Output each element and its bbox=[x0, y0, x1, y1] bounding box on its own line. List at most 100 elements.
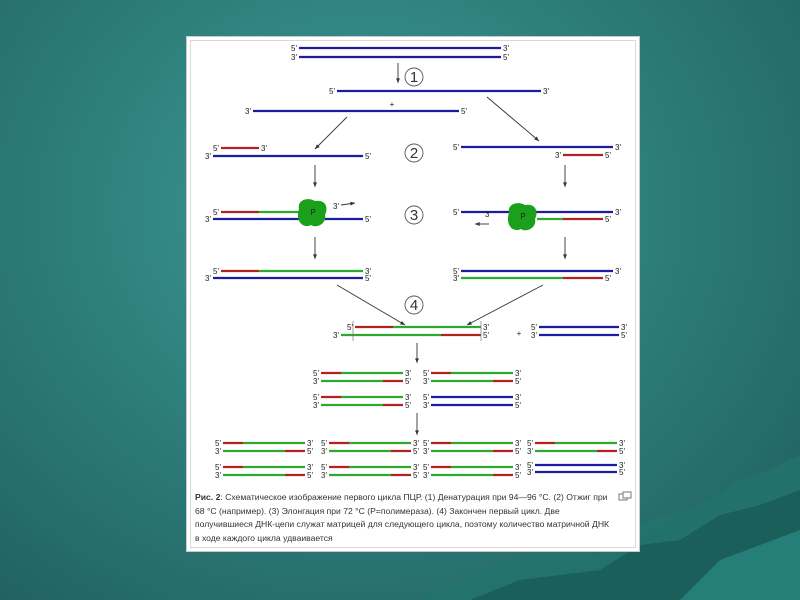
arrow-synthesis-left-head bbox=[350, 201, 355, 206]
left-growing-3end: 3' bbox=[333, 202, 339, 211]
arrow-cycle-2-head bbox=[415, 358, 419, 363]
remaining-template-a-right-end: 3' bbox=[621, 323, 627, 332]
cycle3-template-a-left-end: 5' bbox=[527, 461, 533, 470]
cycle3-product-4-b-left-end: 3' bbox=[215, 471, 221, 480]
cycle3-product-6-a-right-end: 3' bbox=[515, 463, 521, 472]
step-1-circle bbox=[404, 67, 424, 87]
step-1-label: 1 bbox=[410, 69, 418, 86]
cycle3-template-a-right-end: 3' bbox=[619, 461, 625, 470]
right-template-3-right-end: 3' bbox=[615, 208, 621, 217]
polymerase-right bbox=[507, 203, 537, 231]
right-growing-3end: 3' bbox=[485, 210, 491, 219]
arrow-left-down-1 bbox=[314, 116, 348, 150]
top-strand-b-right-end: 5' bbox=[503, 53, 509, 62]
cycle2-product-3-a-right-end: 3' bbox=[405, 393, 411, 402]
cycle-end-strand-a-right-end: 3' bbox=[483, 323, 489, 332]
pcr-diagram: 5'3'3'5'15'3'+3'5'25'3'3'5'5'3'3'5'35'3'… bbox=[205, 44, 627, 480]
cycle3-product-1-a-left-end: 5' bbox=[215, 439, 221, 448]
cycle3-product-6-a-left-end: 5' bbox=[423, 463, 429, 472]
step-3-circle bbox=[404, 205, 424, 225]
cycle3-product-4-a-left-end: 5' bbox=[215, 463, 221, 472]
left-template-2-right-end: 5' bbox=[365, 152, 371, 161]
right-growing-right-end: 5' bbox=[605, 215, 611, 224]
arrow-cycle-3-head bbox=[415, 430, 419, 435]
cycle3-product-3-b-right-end: 5' bbox=[515, 447, 521, 456]
polymerase-left-label: P bbox=[310, 208, 315, 217]
cycle3-product-5-b-right-end: 5' bbox=[413, 471, 419, 480]
top-strand-a-left-end: 5' bbox=[291, 44, 297, 53]
cycle3-product-4-a-right-end: 3' bbox=[307, 463, 313, 472]
right-new-strand-left-end: 3' bbox=[453, 274, 459, 283]
polymerase-right-label: P bbox=[520, 212, 525, 221]
arrow-right-down-3-head bbox=[563, 254, 567, 259]
cycle2-template-b-left-end: 3' bbox=[423, 401, 429, 410]
cycle3-product-4-b-right-end: 5' bbox=[307, 471, 313, 480]
cycle3-product-7-a-left-end: 5' bbox=[527, 439, 533, 448]
left-new-strand-left-end: 5' bbox=[213, 267, 219, 276]
enlarge-icon[interactable] bbox=[618, 491, 632, 502]
cycle3-template-b-left-end: 3' bbox=[527, 468, 533, 477]
cycle2-product-1-a-right-end: 3' bbox=[405, 369, 411, 378]
cycle-end-strand-a-left-end: 5' bbox=[347, 323, 353, 332]
cycle2-template-a-right-end: 3' bbox=[515, 393, 521, 402]
cycle2-template-b-right-end: 5' bbox=[515, 401, 521, 410]
cycle3-product-2-b-left-end: 3' bbox=[321, 447, 327, 456]
plus-sign-1: + bbox=[390, 100, 395, 109]
cycle3-product-1-b-left-end: 3' bbox=[215, 447, 221, 456]
figure-caption: Рис. 2: Схематическое изображение первог… bbox=[195, 491, 613, 545]
cycle3-product-2-b-right-end: 5' bbox=[413, 447, 419, 456]
cycle-end-strand-b-left-end: 3' bbox=[333, 331, 339, 340]
cycle2-product-1-a-left-end: 5' bbox=[313, 369, 319, 378]
left-growing-left-end: 5' bbox=[213, 208, 219, 217]
left-primer-left-end: 5' bbox=[213, 144, 219, 153]
left-new-strand-right-end: 3' bbox=[365, 267, 371, 276]
right-template-2-left-end: 5' bbox=[453, 143, 459, 152]
arrow-right-down-2-head bbox=[563, 182, 567, 187]
right-primer-right-end: 5' bbox=[605, 151, 611, 160]
cycle3-product-6-b-left-end: 3' bbox=[423, 471, 429, 480]
cycle3-product-5-a-right-end: 3' bbox=[413, 463, 419, 472]
right-template-4-right-end: 3' bbox=[615, 267, 621, 276]
left-template-3-left-end: 3' bbox=[205, 215, 211, 224]
remaining-template-b-right-end: 5' bbox=[621, 331, 627, 340]
cycle3-product-3-a-right-end: 3' bbox=[515, 439, 521, 448]
arrow-synthesis-right-head bbox=[475, 222, 480, 226]
polymerase-left bbox=[297, 199, 327, 227]
remaining-template-a-left-end: 5' bbox=[531, 323, 537, 332]
right-template-4-left-end: 5' bbox=[453, 267, 459, 276]
arrow-left-down-2-head bbox=[313, 182, 317, 187]
left-primer-right-end: 3' bbox=[261, 144, 267, 153]
denatured-upper-left-end: 5' bbox=[329, 87, 335, 96]
cycle3-product-5-a-left-end: 5' bbox=[321, 463, 327, 472]
cycle2-product-2-b-left-end: 3' bbox=[423, 377, 429, 386]
right-template-3-left-end: 5' bbox=[453, 208, 459, 217]
arrow-right-down-1-head bbox=[534, 136, 539, 141]
cycle3-product-6-b-right-end: 5' bbox=[515, 471, 521, 480]
cycle3-product-1-a-right-end: 3' bbox=[307, 439, 313, 448]
step-3-label: 3 bbox=[410, 207, 418, 224]
cycle2-product-3-b-left-end: 3' bbox=[313, 401, 319, 410]
denatured-lower-left-end: 3' bbox=[245, 107, 251, 116]
cycle2-product-1-b-right-end: 5' bbox=[405, 377, 411, 386]
step-2-circle bbox=[404, 143, 424, 163]
step-4-circle bbox=[404, 295, 424, 315]
cycle2-product-1-b-left-end: 3' bbox=[313, 377, 319, 386]
remaining-template-b-left-end: 3' bbox=[531, 331, 537, 340]
cycle3-product-7-b-left-end: 3' bbox=[527, 447, 533, 456]
arrow-step1-head bbox=[396, 78, 400, 83]
cycle3-product-3-a-left-end: 5' bbox=[423, 439, 429, 448]
top-strand-a-right-end: 3' bbox=[503, 44, 509, 53]
arrow-left-down-3-head bbox=[313, 254, 317, 259]
arrow-right-down-1 bbox=[486, 96, 540, 142]
cycle3-product-1-b-right-end: 5' bbox=[307, 447, 313, 456]
plus-sign-2: + bbox=[517, 329, 522, 338]
cycle2-template-a-left-end: 5' bbox=[423, 393, 429, 402]
caption-text: : Схематическое изображение первого цикл… bbox=[195, 492, 610, 543]
right-primer-left-end: 3' bbox=[555, 151, 561, 160]
arrow-merge-left-head bbox=[400, 320, 405, 325]
right-template-2-right-end: 3' bbox=[615, 143, 621, 152]
right-new-strand-right-end: 5' bbox=[605, 274, 611, 283]
arrow-merge-right-head bbox=[467, 321, 472, 325]
cycle3-template-b-right-end: 5' bbox=[619, 468, 625, 477]
